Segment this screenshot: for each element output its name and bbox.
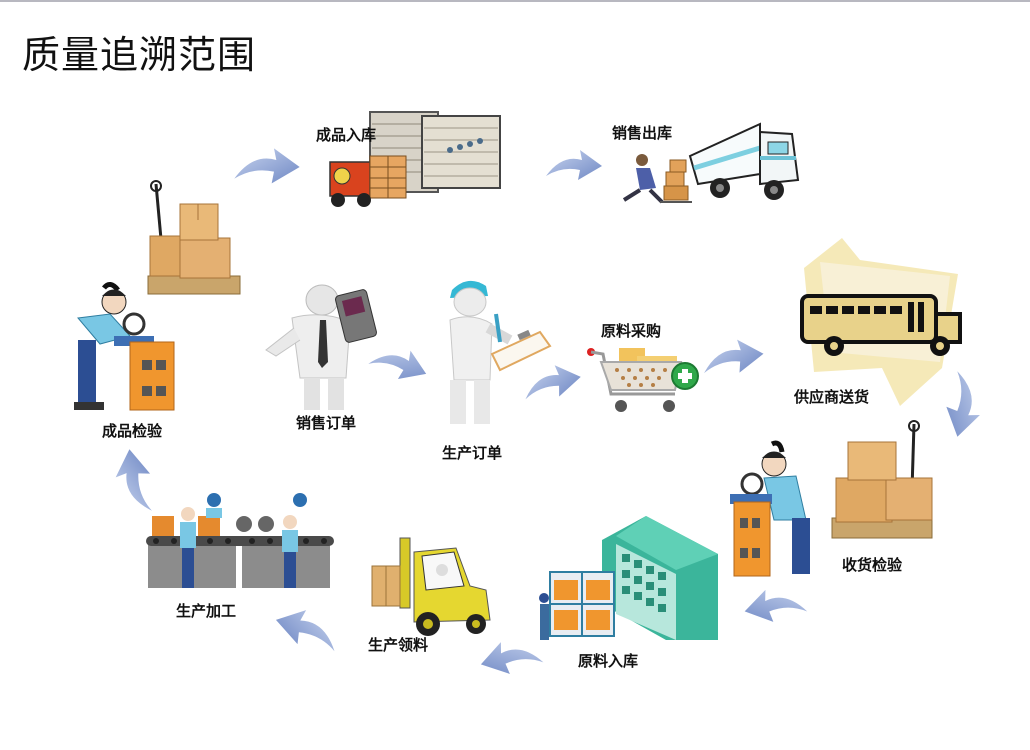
step-label: 供应商送货 [794, 388, 870, 406]
step-production-order: 生产订单 [428, 270, 558, 466]
businessman-phone-icon [265, 284, 377, 410]
step-label: 收货检验 [842, 556, 903, 574]
step-sales-order: 销售订单 [262, 282, 382, 432]
step-finished-warehousing: 成品入库 [316, 100, 530, 210]
step-production-processing: 生产加工 [144, 490, 340, 622]
flow-arrow [700, 336, 766, 378]
flow-arrow [546, 150, 602, 180]
worker-clipboard-icon [449, 280, 552, 424]
delivery-truck-icon [622, 122, 800, 204]
step-label: 成品入库 [316, 126, 377, 144]
pallet-boxes-icon [831, 420, 933, 539]
top-border [0, 0, 1030, 2]
step-material-purchase: 原料采购 [585, 318, 705, 422]
step-label: 生产加工 [176, 602, 237, 620]
pallet-boxes-icon [147, 180, 241, 295]
step-label: 生产领料 [368, 636, 429, 654]
inspector-icon [730, 440, 810, 577]
step-finished-inspection: 成品检验 [60, 180, 250, 442]
shopping-cart-icon [587, 348, 699, 412]
step-sales-outbound: 销售出库 [610, 118, 805, 210]
bus-icon [800, 238, 962, 406]
flow-arrow [741, 583, 809, 627]
step-label: 原料入库 [578, 652, 639, 670]
inspector-icon [74, 282, 175, 411]
step-label: 生产订单 [442, 444, 503, 462]
warehouse-building-icon [539, 516, 718, 640]
step-label: 原料采购 [601, 322, 662, 340]
step-receiving-inspection: 收货检验 [724, 420, 944, 582]
warehouse-forklift-icon [329, 111, 501, 207]
step-material-requisition: 生产领料 [366, 534, 496, 656]
step-label: 销售订单 [296, 414, 357, 432]
forklift-icon [371, 537, 491, 636]
step-supplier-delivery: 供应商送货 [790, 236, 970, 416]
step-label: 销售出库 [612, 124, 673, 142]
step-label: 成品检验 [102, 422, 163, 440]
page-title: 质量追溯范围 [22, 33, 257, 77]
step-material-warehousing: 原料入库 [536, 514, 722, 670]
assembly-line-icon [146, 493, 334, 588]
